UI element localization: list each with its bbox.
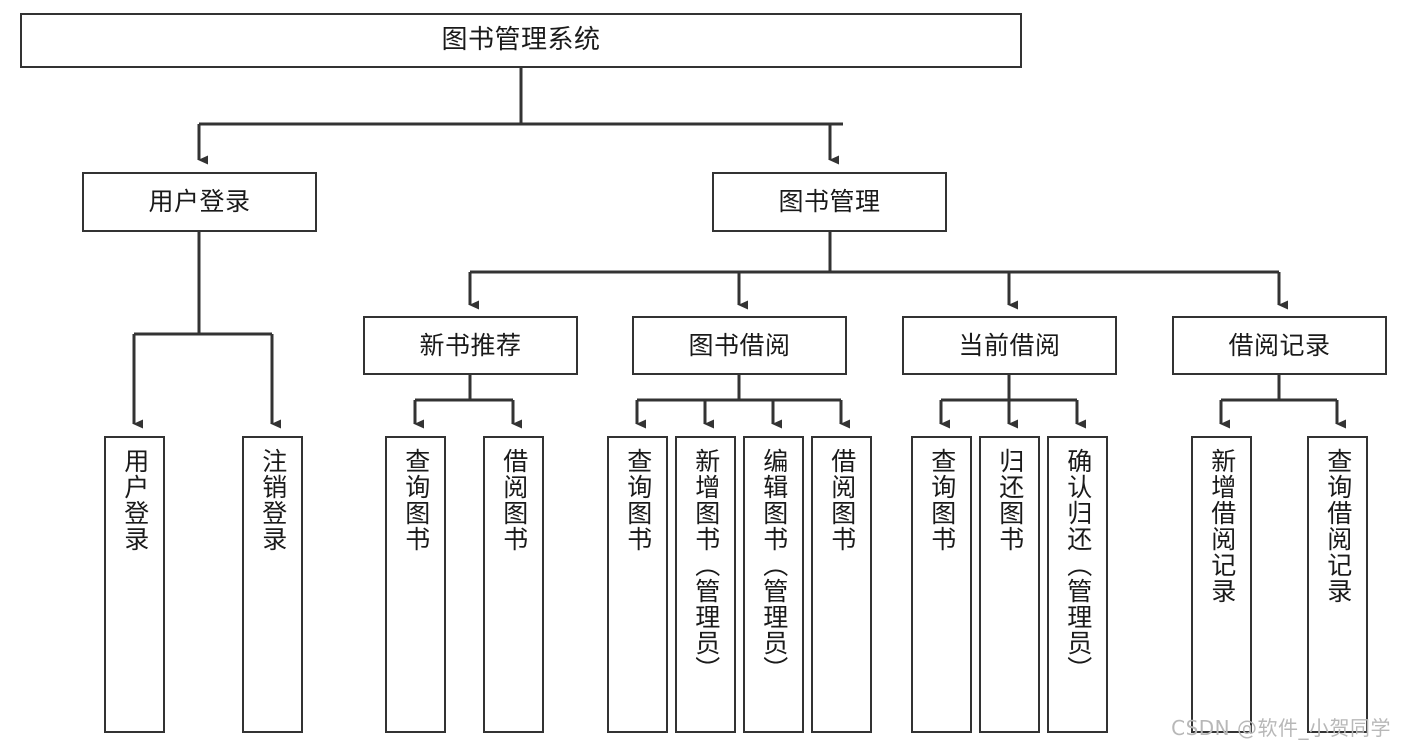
node-leaf-query-book-1[interactable]: 查询图书 [385, 436, 446, 733]
node-label: 图书管理系统 [441, 25, 601, 56]
node-label: 归还图书 [995, 448, 1025, 552]
node-leaf-return-book[interactable]: 归还图书 [979, 436, 1040, 733]
node-leaf-query-record[interactable]: 查询借阅记录 [1307, 436, 1368, 733]
node-user-login[interactable]: 用户登录 [82, 172, 317, 232]
node-leaf-add-record[interactable]: 新增借阅记录 [1191, 436, 1252, 733]
node-borrow-record[interactable]: 借阅记录 [1172, 316, 1387, 375]
node-label: 查询图书 [401, 448, 431, 552]
node-book-borrow[interactable]: 图书借阅 [632, 316, 847, 375]
node-label: 图书管理 [778, 187, 881, 217]
node-label: 借阅图书 [827, 448, 857, 552]
node-leaf-query-book-2[interactable]: 查询图书 [607, 436, 668, 733]
node-root-book-management-system[interactable]: 图书管理系统 [20, 13, 1022, 68]
node-label: 新增借阅记录 [1207, 448, 1237, 604]
node-leaf-borrow-book-1[interactable]: 借阅图书 [483, 436, 544, 733]
node-label: 新增图书（管理员） [691, 448, 721, 682]
node-label: 当前借阅 [958, 330, 1061, 360]
node-label: 图书借阅 [688, 330, 791, 360]
node-leaf-user-login[interactable]: 用户登录 [104, 436, 165, 733]
node-label: 用户登录 [120, 448, 150, 552]
node-new-book-recommend[interactable]: 新书推荐 [363, 316, 578, 375]
node-current-borrow[interactable]: 当前借阅 [902, 316, 1117, 375]
node-leaf-confirm-return[interactable]: 确认归还（管理员） [1047, 436, 1108, 733]
node-label: 注销登录 [258, 448, 288, 552]
node-label: 确认归还（管理员） [1063, 448, 1093, 682]
node-leaf-borrow-book-2[interactable]: 借阅图书 [811, 436, 872, 733]
node-label: 编辑图书（管理员） [759, 448, 789, 682]
node-label: 新书推荐 [419, 330, 522, 360]
node-leaf-logout-login[interactable]: 注销登录 [242, 436, 303, 733]
node-label: 借阅记录 [1228, 330, 1331, 360]
node-leaf-add-book[interactable]: 新增图书（管理员） [675, 436, 736, 733]
node-leaf-query-book-3[interactable]: 查询图书 [911, 436, 972, 733]
node-leaf-edit-book[interactable]: 编辑图书（管理员） [743, 436, 804, 733]
node-book-manage[interactable]: 图书管理 [712, 172, 947, 232]
node-label: 查询图书 [623, 448, 653, 552]
node-label: 借阅图书 [499, 448, 529, 552]
node-label: 查询借阅记录 [1323, 448, 1353, 604]
node-label: 查询图书 [927, 448, 957, 552]
node-label: 用户登录 [148, 187, 251, 217]
